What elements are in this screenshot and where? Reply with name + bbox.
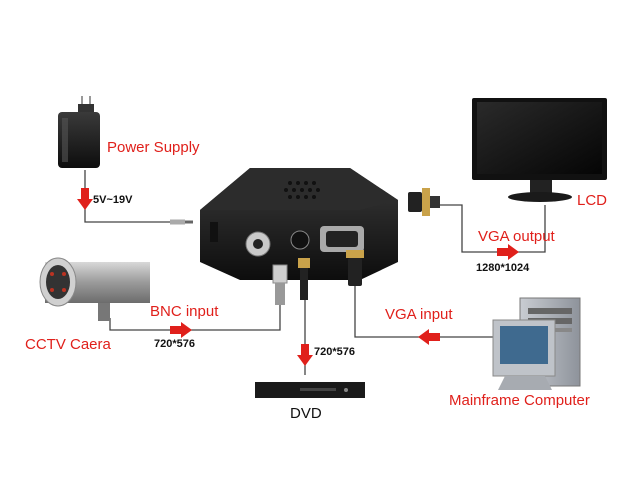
crt-monitor-icon xyxy=(493,320,555,390)
label-bnc-resolution: 720*576 xyxy=(154,338,195,350)
arrow-vga-input xyxy=(418,329,440,345)
label-power-supply: Power Supply xyxy=(107,139,200,156)
bnc-plug-icon xyxy=(273,265,287,305)
label-vga-output-resolution: 1280*1024 xyxy=(476,262,529,274)
label-mainframe-computer: Mainframe Computer xyxy=(449,392,590,409)
label-dvd-resolution: 720*576 xyxy=(314,346,355,358)
arrow-power xyxy=(77,188,93,210)
arrow-dvd xyxy=(297,344,313,366)
label-bnc-input: BNC input xyxy=(150,303,218,320)
label-dvd: DVD xyxy=(290,405,322,422)
dvd-player-icon xyxy=(255,382,365,398)
arrow-vga-output xyxy=(497,244,519,260)
label-voltage: 5V~19V xyxy=(93,194,132,206)
arrow-bnc xyxy=(170,322,192,338)
cctv-camera-icon xyxy=(40,258,150,321)
label-cctv: CCTV Caera xyxy=(25,336,111,353)
label-vga-output: VGA output xyxy=(478,228,555,245)
vga-plug-icon xyxy=(408,188,440,216)
vga-input-plug-icon xyxy=(346,250,364,286)
lcd-monitor-icon xyxy=(472,98,607,202)
label-vga-input: VGA input xyxy=(385,306,453,323)
label-lcd: LCD xyxy=(577,192,607,209)
